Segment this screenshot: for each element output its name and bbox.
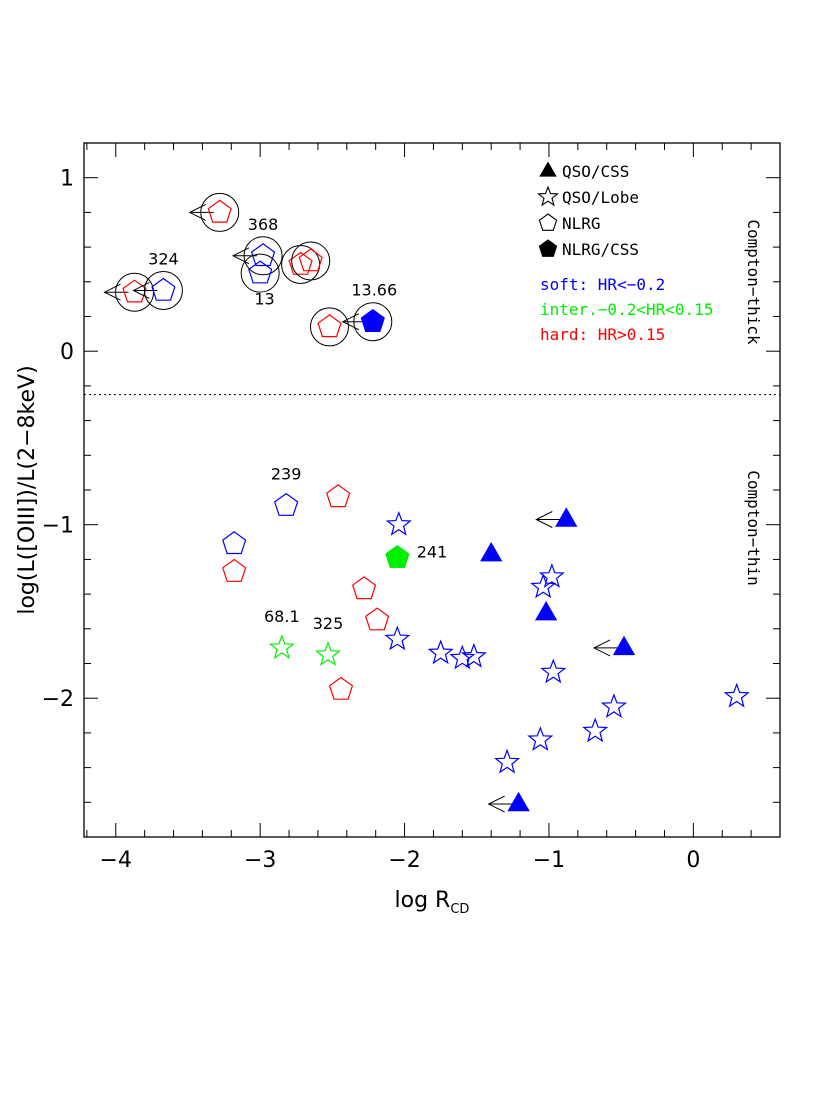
- upper-limit-arrowhead: [592, 639, 611, 657]
- color-key-label: soft: HR<−0.2: [540, 275, 665, 294]
- point-annotation: 325: [313, 614, 344, 633]
- pentagon-marker: [360, 308, 385, 332]
- axis-ticks: [84, 142, 781, 838]
- y-tick-label: 1: [60, 167, 74, 192]
- color-key-label: hard: HR>0.15: [540, 325, 665, 344]
- upper-limit-arrowhead: [103, 283, 121, 301]
- color-key-label: inter.−0.2<HR<0.15: [540, 300, 713, 319]
- upper-limit-arrowhead: [231, 247, 250, 265]
- x-axis-label-main: log R: [395, 888, 451, 913]
- pentagon-marker: [248, 260, 273, 284]
- star-marker: [449, 644, 476, 670]
- point-annotation: 241: [417, 543, 448, 562]
- upper-limit-arrowhead: [132, 282, 150, 299]
- star-marker: [600, 693, 628, 718]
- x-axis-label-sub: CD: [450, 902, 469, 917]
- y-tick-label: 0: [60, 340, 74, 365]
- legend-label: NLRG/CSS: [562, 240, 639, 259]
- point-annotation: 13.66: [351, 281, 397, 300]
- pentagon-marker: [364, 607, 390, 631]
- pentagon-marker: [250, 243, 276, 267]
- legend-label: NLRG: [562, 214, 601, 233]
- highlight-circle: [309, 307, 349, 347]
- triangle-marker: [612, 635, 636, 656]
- x-axis-label: log RCD: [395, 888, 470, 917]
- point-annotation: 68.1: [264, 607, 300, 626]
- point-annotation: 368: [248, 215, 279, 234]
- point-annotation: 324: [148, 249, 179, 268]
- star-marker: [314, 641, 342, 666]
- star-marker: [540, 658, 567, 684]
- star-marker: [527, 726, 554, 751]
- star-marker: [385, 511, 412, 536]
- legend-pentagon-symbol: [538, 239, 558, 257]
- x-tick-label: −3: [244, 848, 276, 873]
- pentagon-marker: [222, 531, 247, 555]
- triangle-marker: [555, 507, 578, 527]
- pentagon-marker: [328, 676, 354, 700]
- pentagon-marker: [288, 251, 313, 275]
- star-marker: [460, 642, 487, 668]
- pentagon-marker: [222, 558, 247, 582]
- pentagon-marker: [298, 248, 323, 272]
- star-marker: [538, 563, 565, 588]
- color-key: soft: HR<−0.2 inter.−0.2<HR<0.15 hard: HR>…: [540, 275, 713, 344]
- x-tick-label: −4: [100, 848, 132, 873]
- pentagon-marker: [317, 314, 342, 338]
- pentagon-marker: [273, 492, 299, 516]
- pentagon-marker: [325, 484, 351, 508]
- highlight-circle: [291, 241, 331, 281]
- y-axis-label: log(L([OIII])/L(2−8keV): [15, 365, 40, 614]
- plot-frame: [83, 142, 781, 838]
- pentagon-marker: [207, 199, 232, 223]
- triangle-marker: [507, 791, 530, 812]
- star-marker: [582, 717, 609, 743]
- star-marker: [384, 625, 411, 651]
- pentagon-marker: [351, 576, 377, 600]
- point-annotation: 13: [254, 289, 274, 308]
- star-marker: [723, 682, 750, 708]
- data-points: [103, 192, 750, 813]
- y-tick-label: −2: [42, 687, 74, 712]
- x-tick-label: 0: [686, 848, 700, 873]
- triangle-marker: [534, 600, 558, 621]
- tick-labels: −4 −3 −2 −1 0 −2 −1 0 1: [42, 167, 701, 873]
- pentagon-marker: [151, 277, 176, 301]
- legend-label: QSO/Lobe: [562, 188, 639, 207]
- point-annotations: 368 324 13 13.66 239 241 68.1 325: [148, 215, 447, 633]
- upper-limit-arrowhead: [535, 511, 553, 528]
- pentagon-marker: [122, 279, 147, 303]
- highlight-circle: [240, 253, 280, 293]
- legend-label: QSO/CSS: [562, 162, 629, 181]
- x-tick-label: −2: [388, 848, 420, 873]
- plot-border: [83, 142, 781, 838]
- legend-pentagon-symbol: [538, 213, 558, 231]
- upper-limit-arrowhead: [487, 795, 505, 813]
- pentagon-marker: [385, 544, 410, 569]
- point-annotation: 239: [271, 465, 302, 484]
- region-label-compton-thick: Compton−thick: [744, 219, 763, 345]
- legend-star-symbol: [537, 185, 559, 207]
- star-marker: [427, 639, 454, 665]
- legend-triangle-symbol: [539, 161, 557, 177]
- upper-limit-arrowhead: [341, 313, 360, 331]
- star-marker: [268, 634, 295, 659]
- region-label-compton-thin: Compton−thin: [744, 470, 763, 586]
- y-tick-label: −1: [42, 514, 74, 539]
- star-marker: [494, 748, 521, 774]
- triangle-marker: [480, 541, 503, 562]
- x-tick-label: −1: [533, 848, 565, 873]
- star-marker: [530, 573, 557, 599]
- upper-limit-arrowhead: [188, 203, 206, 221]
